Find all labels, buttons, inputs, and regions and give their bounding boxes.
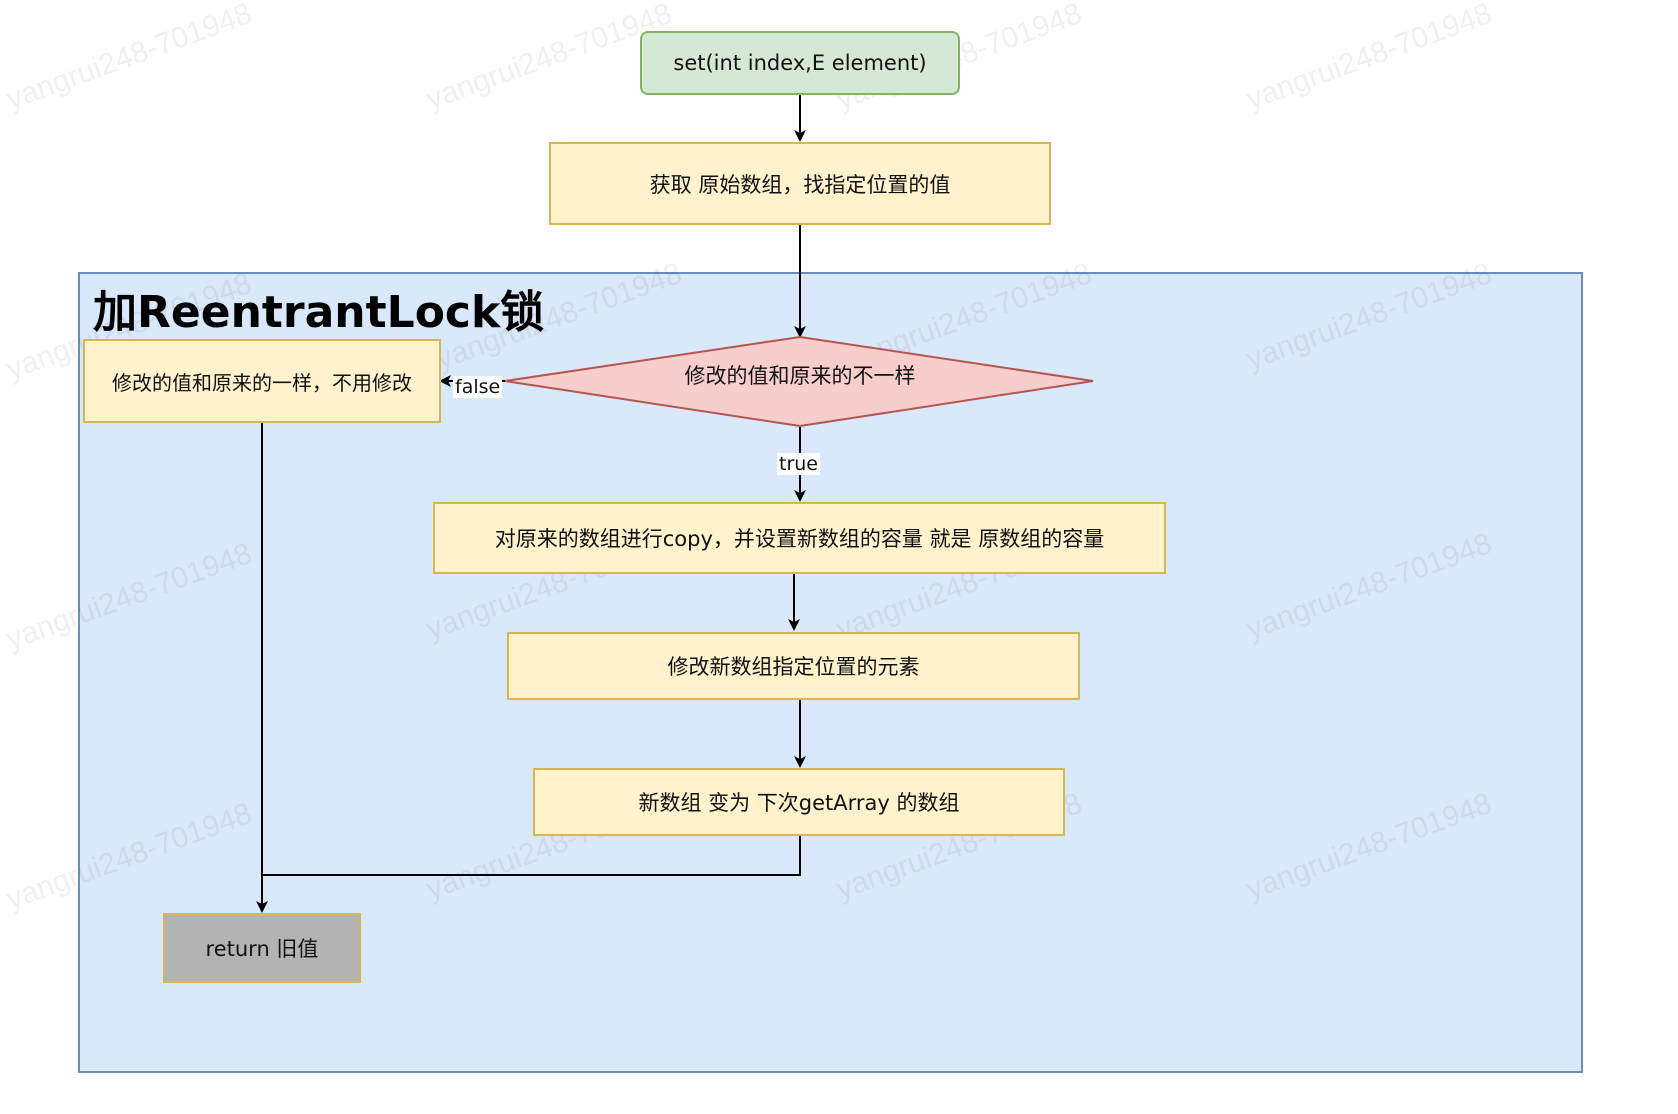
same-value-node: 修改的值和原来的一样，不用修改 [83, 339, 441, 423]
lock-region-title: 加ReentrantLock锁 [93, 287, 545, 338]
swap-array-node: 新数组 变为 下次getArray 的数组 [533, 768, 1065, 836]
get-array-node: 获取 原始数组，找指定位置的值 [549, 142, 1051, 225]
edge-swap-to-return [262, 836, 801, 876]
modify-element-node: 修改新数组指定位置的元素 [507, 632, 1080, 700]
decision-label: 修改的值和原来的不一样 [684, 364, 916, 388]
decision-diamond [504, 335, 1094, 428]
start-node: set(int index,E element) [640, 31, 960, 95]
copy-array-node: 对原来的数组进行copy，并设置新数组的容量 就是 原数组的容量 [433, 502, 1166, 574]
true-edge-label: true [777, 453, 820, 475]
return-node: return 旧值 [163, 913, 361, 983]
false-edge-label: false [453, 376, 503, 398]
